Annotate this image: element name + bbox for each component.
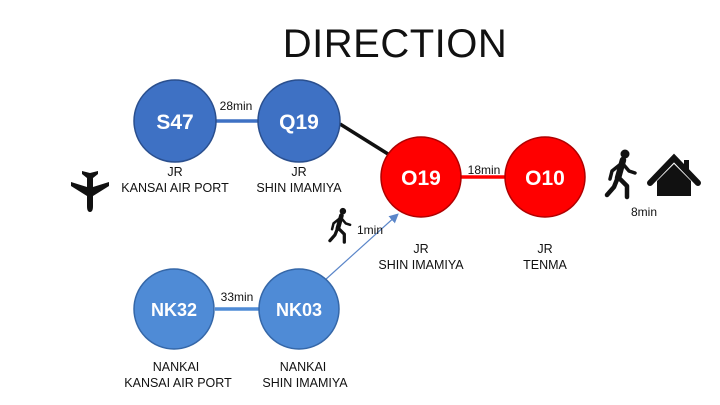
station-o19: O19 JR SHIN IMAMIYA [378,136,464,272]
walking-person-icon-home [604,149,637,200]
station-o10-code: O10 [525,167,565,190]
station-nk03-name: SHIN IMAMIYA [262,376,348,390]
station-s47-code: S47 [156,111,193,134]
walking-person-icon-transfer [328,207,352,244]
station-q19-circle [257,79,341,163]
station-nk03-code: NK03 [276,300,322,320]
airplane-icon [71,171,109,212]
station-s47-name: KANSAI AIR PORT [121,181,229,195]
station-o10: O10 JR TENMA [504,136,586,272]
station-o19-operator: JR [413,242,428,256]
station-nk32-operator: NANKAI [153,360,200,374]
duration-nk32-nk03: 33min [221,290,254,304]
station-o10-name: TENMA [523,258,567,272]
station-nk32-name: KANSAI AIR PORT [124,376,232,390]
q19-o19-line [339,122,389,156]
station-s47-operator: JR [167,165,182,179]
station-o19-name: SHIN IMAMIYA [378,258,464,272]
station-o19-circle [380,136,462,218]
station-q19-code: Q19 [279,111,319,134]
station-q19-name: SHIN IMAMIYA [256,181,342,195]
station-nk03-circle [258,268,340,350]
station-o19-code: O19 [401,167,441,190]
station-nk32: NK32 NANKAI KANSAI AIR PORT [124,268,232,390]
station-q19: Q19 JR SHIN IMAMIYA [256,79,342,195]
station-nk32-code: NK32 [151,300,197,320]
station-s47: S47 JR KANSAI AIR PORT [121,79,229,195]
station-s47-circle [133,79,217,163]
home-icon [647,153,701,196]
station-o10-operator: JR [537,242,552,256]
page-title: DIRECTION [283,22,508,66]
station-q19-operator: JR [291,165,306,179]
station-o10-circle [504,136,586,218]
station-nk03: NK03 NANKAI SHIN IMAMIYA [258,268,348,390]
duration-s47-q19: 28min [220,99,253,113]
duration-o19-o10: 18min [468,163,501,177]
station-nk03-operator: NANKAI [280,360,327,374]
duration-walk-transfer: 1min [357,223,383,237]
nk03-o19-walk-arrow [324,213,399,281]
duration-walk-home: 8min [631,205,657,219]
station-nk32-circle [133,268,215,350]
